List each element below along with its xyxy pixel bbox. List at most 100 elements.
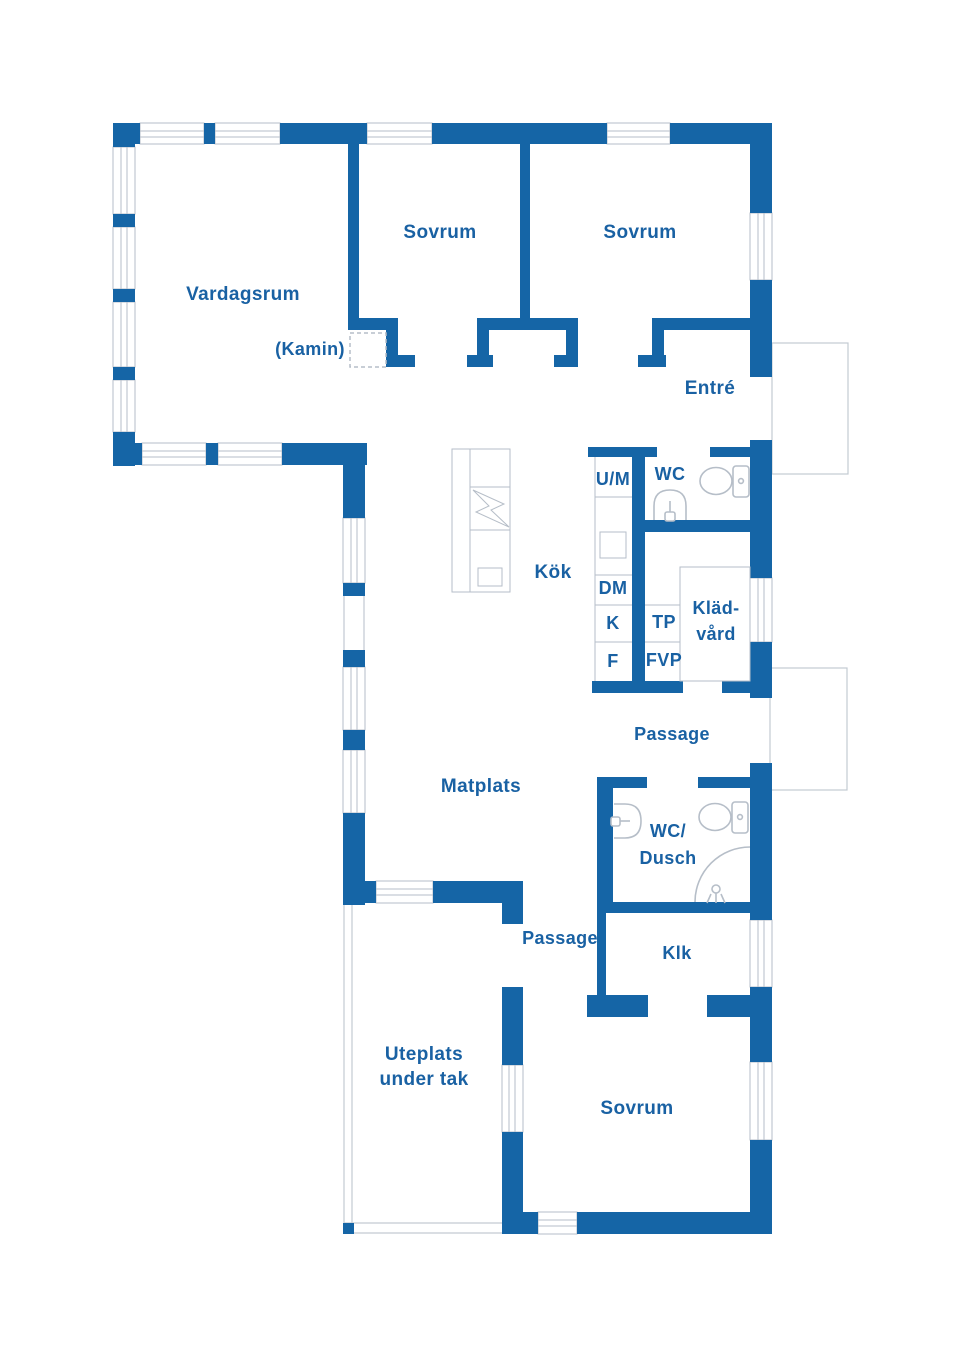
window: [606, 122, 671, 145]
walls: [113, 123, 772, 1234]
window: [139, 122, 205, 145]
shower-arc-icon: [694, 846, 751, 904]
wall: [750, 642, 772, 698]
label-um: U/M: [596, 469, 630, 489]
wall: [597, 777, 647, 788]
window: [112, 146, 136, 215]
wall: [577, 1212, 772, 1234]
toilet-icon: [699, 465, 750, 498]
wall: [670, 123, 772, 144]
room-label-kladvard-line2: vård: [696, 624, 736, 644]
kitchen-island: [451, 448, 511, 593]
wall: [348, 318, 398, 330]
wall: [343, 730, 365, 750]
wall: [530, 318, 578, 330]
wall: [750, 123, 772, 213]
wall: [750, 440, 772, 578]
window: [112, 226, 136, 290]
wall: [206, 443, 218, 465]
window: [112, 379, 136, 433]
window: [342, 666, 366, 731]
windows: [112, 122, 773, 1235]
window: [375, 880, 434, 904]
wall: [750, 1140, 772, 1234]
wall: [502, 881, 523, 924]
window: [217, 442, 283, 466]
wall: [722, 681, 750, 693]
label-k: K: [606, 613, 619, 633]
window: [537, 1211, 578, 1235]
window: [342, 517, 366, 584]
wall: [467, 355, 493, 367]
room-label-klk: Klk: [662, 943, 692, 963]
wall: [477, 318, 530, 330]
wall: [645, 681, 683, 693]
wall: [343, 650, 365, 667]
wall: [750, 763, 772, 920]
window: [749, 919, 773, 988]
room-label-sovrum-top-right: Sovrum: [603, 222, 676, 243]
room-label-passage-lower: Passage: [522, 928, 598, 948]
toilet-icon: [698, 801, 749, 834]
wall: [502, 987, 523, 1065]
label-fvp: FVP: [646, 650, 682, 670]
fireplace-icon: [349, 332, 387, 368]
room-label-wc: WC: [655, 464, 686, 484]
wall: [204, 123, 215, 144]
wall: [566, 330, 578, 356]
room-label-uteplats-line1: Uteplats: [385, 1044, 463, 1065]
wall: [113, 367, 135, 380]
wall: [588, 447, 657, 457]
wall: [343, 881, 376, 903]
label-dm: DM: [599, 578, 628, 598]
room-label-passage-upper: Passage: [634, 724, 710, 744]
room-label-wc-dusch-line2: Dusch: [639, 848, 696, 868]
kitchen-counter-column: [594, 457, 632, 681]
wall: [113, 123, 135, 147]
wall: [386, 330, 398, 356]
window: [749, 212, 773, 281]
room-label-kladvard-line1: Kläd-: [693, 598, 740, 618]
window: [501, 1064, 524, 1133]
wall: [587, 995, 648, 1017]
wall: [520, 144, 530, 330]
wall: [343, 443, 365, 518]
island-sink: [477, 567, 503, 587]
room-label-vardagsrum: Vardagsrum: [186, 284, 300, 305]
wall: [632, 447, 645, 693]
label-f: F: [607, 651, 618, 671]
entre-porch-outline: [771, 342, 849, 475]
window: [214, 122, 281, 145]
wall: [432, 123, 607, 144]
wall: [698, 777, 750, 788]
wall: [348, 144, 359, 318]
tp-fvp-cabinets: [645, 604, 680, 643]
window: [749, 577, 773, 643]
counter-sink: [599, 531, 627, 559]
wall: [554, 355, 578, 367]
room-labels: Vardagsrum Sovrum Sovrum (Kamin) Entré U…: [186, 222, 739, 1119]
room-label-uteplats-line2: under tak: [379, 1069, 468, 1090]
wall: [707, 995, 772, 1017]
room-label-matplats: Matplats: [441, 776, 521, 797]
window: [366, 122, 433, 145]
wall: [638, 355, 666, 367]
uteplats-outline: [343, 905, 502, 1234]
kladvard-bench: [679, 566, 751, 682]
glass-door-opening: [343, 596, 365, 650]
wall: [597, 902, 750, 913]
wall: [750, 280, 772, 377]
wall: [645, 520, 750, 532]
lightning-stove-icon: [472, 489, 510, 528]
window: [342, 749, 366, 814]
wall: [386, 355, 415, 367]
label-tp: TP: [652, 612, 676, 632]
wall: [113, 214, 135, 227]
sink-icon: [653, 489, 687, 522]
sink-icon: [610, 803, 642, 839]
window: [749, 1061, 773, 1141]
wall: [433, 881, 523, 903]
room-label-sovrum-top-left: Sovrum: [403, 222, 476, 243]
wall: [113, 289, 135, 302]
